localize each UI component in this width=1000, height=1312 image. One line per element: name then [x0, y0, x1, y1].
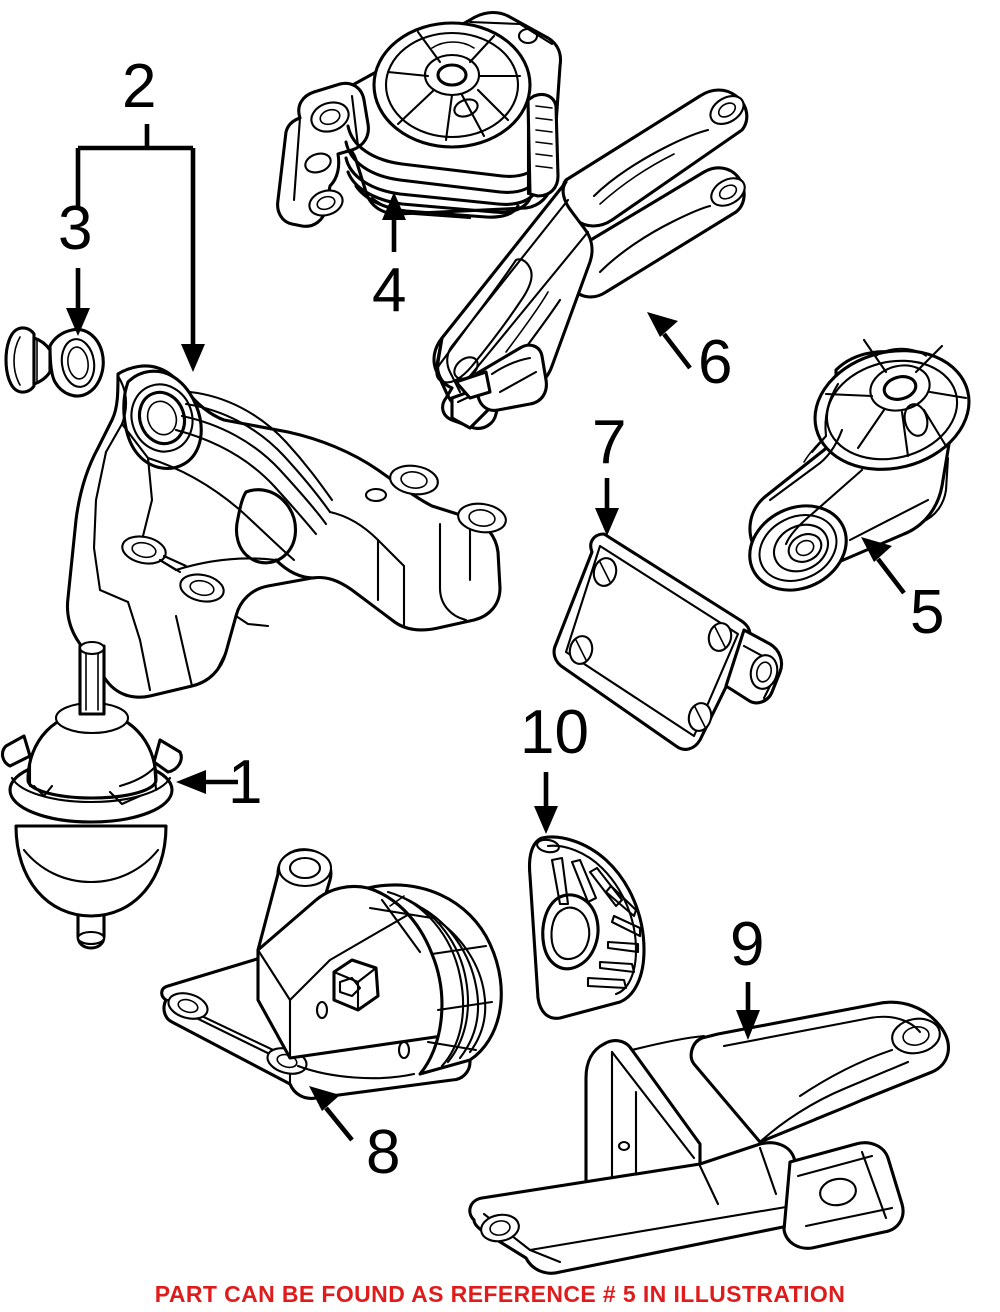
- part-torque-strut-arm: [432, 88, 749, 430]
- callout-label-8[interactable]: 8: [366, 1118, 401, 1187]
- part-pulley-bracket: [276, 10, 563, 228]
- reference-caption: PART CAN BE FOUND AS REFERENCE # 5 IN IL…: [154, 1281, 846, 1307]
- leader-callout-2: [75, 124, 205, 372]
- callout-label-2[interactable]: 2: [122, 52, 157, 121]
- leader-callout-9: [736, 982, 760, 1040]
- part-rubber-bushing: [4, 326, 105, 398]
- part-transmission-mount-housing: [160, 848, 503, 1100]
- part-hydraulic-engine-mount: [0, 640, 183, 950]
- part-mounting-plate: [552, 532, 784, 751]
- callout-label-3[interactable]: 3: [58, 194, 93, 263]
- leader-callout-1: [176, 770, 238, 794]
- part-engine-mount-bracket: [65, 364, 507, 699]
- callout-label-4[interactable]: 4: [372, 256, 407, 325]
- callout-label-6[interactable]: 6: [698, 328, 733, 397]
- leader-callout-3: [66, 268, 90, 336]
- leader-callout-4: [382, 192, 406, 252]
- leader-callout-5: [861, 537, 906, 595]
- callout-label-10[interactable]: 10: [520, 698, 589, 767]
- part-torque-rod: [748, 338, 971, 592]
- part-crossmember-bracket: [468, 1000, 950, 1275]
- callout-label-7[interactable]: 7: [592, 408, 627, 477]
- part-heat-shield: [527, 835, 646, 1020]
- leader-callout-6: [647, 312, 692, 370]
- callout-label-5[interactable]: 5: [910, 578, 945, 647]
- callout-label-1[interactable]: 1: [228, 748, 263, 817]
- caption-bar: PART CAN BE FOUND AS REFERENCE # 5 IN IL…: [0, 1281, 1000, 1308]
- leader-callout-10: [534, 772, 558, 834]
- leader-callout-8: [309, 1086, 354, 1142]
- leader-callout-7: [595, 478, 619, 536]
- callout-label-9[interactable]: 9: [730, 910, 765, 979]
